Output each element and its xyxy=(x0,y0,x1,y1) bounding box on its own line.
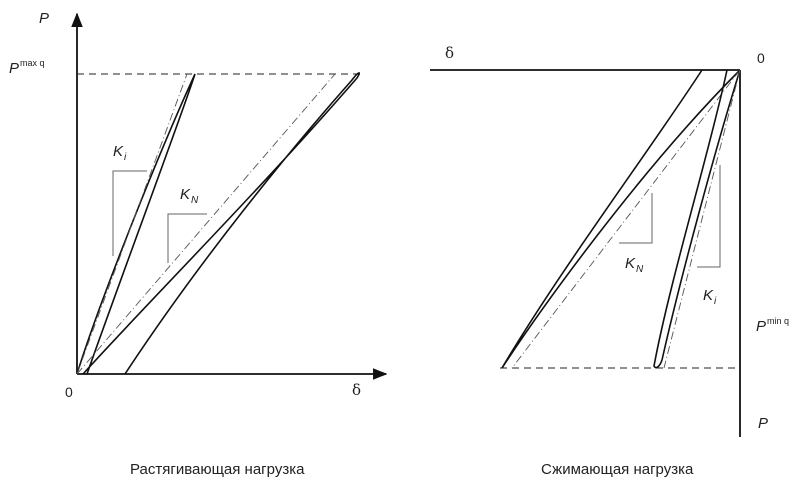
right-kn-slope-bracket xyxy=(619,193,653,244)
right-chart xyxy=(430,69,741,437)
left-x-axis-label: δ xyxy=(352,381,362,399)
right-pmin-superscript: min q xyxy=(767,316,790,326)
right-ki-label: Ki xyxy=(703,287,717,307)
left-ki-slope-bracket xyxy=(112,170,147,256)
right-kn-subscript: N xyxy=(636,264,644,275)
right-ki-secant xyxy=(663,69,741,369)
left-kn-slope-bracket xyxy=(167,213,207,263)
right-kn-symbol: K xyxy=(625,255,636,272)
left-kn-symbol: K xyxy=(180,186,191,203)
right-ki-symbol: K xyxy=(703,287,714,304)
left-pmax-label: Pmax q xyxy=(9,58,45,78)
right-origin-label: 0 xyxy=(757,50,765,66)
left-ki-secant xyxy=(76,73,188,375)
right-caption: Сжимающая нагрузка xyxy=(541,461,694,478)
left-kn-subscript: N xyxy=(191,195,199,206)
left-kn-secant xyxy=(76,73,336,375)
left-kn-label: KN xyxy=(180,186,199,206)
left-ki-subscript: i xyxy=(124,152,127,163)
left-chart xyxy=(71,12,388,380)
left-pmax-symbol: P xyxy=(9,60,20,77)
left-y-axis-label: P xyxy=(39,10,50,27)
right-kn-label: KN xyxy=(625,255,644,275)
right-kn-secant xyxy=(511,69,741,369)
right-ki-slope-bracket xyxy=(697,165,721,268)
right-kn-loop xyxy=(501,69,741,369)
right-pmin-symbol: P xyxy=(756,318,767,335)
left-pmax-superscript: max q xyxy=(20,58,45,68)
right-pmin-label: Pmin q xyxy=(756,316,790,336)
left-ki-loop xyxy=(76,73,196,375)
right-ki-subscript: i xyxy=(714,296,717,307)
left-kn-loop xyxy=(82,72,360,375)
left-origin-label: 0 xyxy=(65,384,73,400)
right-ki-loop xyxy=(653,69,741,369)
left-ki-symbol: K xyxy=(113,143,124,160)
left-caption: Растягивающая нагрузка xyxy=(130,461,305,478)
right-x-axis-label: δ xyxy=(445,44,455,62)
left-ki-label: Ki xyxy=(113,143,127,163)
right-y-axis-label: P xyxy=(758,415,769,432)
